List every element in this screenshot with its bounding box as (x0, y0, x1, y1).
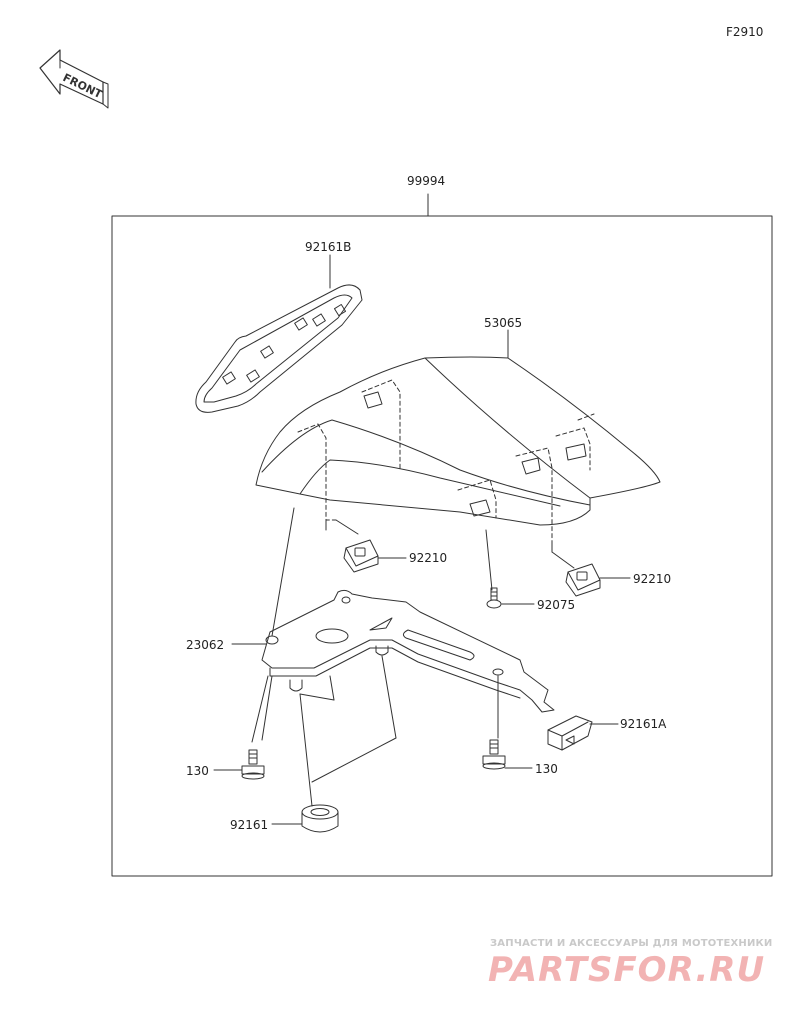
nut-left-part-number[interactable]: 92210 (409, 551, 448, 565)
kit-part-number[interactable]: 99994 (407, 174, 446, 188)
watermark-brand: PARTSFOR.RU (488, 950, 766, 990)
front-arrow-icon: FRONT (39, 49, 109, 109)
nut-left-part (343, 539, 379, 573)
spacer-part-number[interactable]: 92161 (230, 818, 269, 832)
kit-frame (111, 215, 773, 877)
pad-part (547, 715, 593, 751)
bolt-left-part (241, 749, 265, 780)
diagram-code: F2910 (726, 25, 764, 39)
spacer-part (301, 804, 339, 833)
pad-part-number[interactable]: 92161A (620, 717, 667, 731)
bolt-right-part-number[interactable]: 130 (535, 762, 558, 776)
screw-part-number[interactable]: 92075 (537, 598, 576, 612)
top-cover-part (195, 284, 363, 413)
top-cover-part-number[interactable]: 92161B (305, 240, 352, 254)
nut-right-part (565, 563, 601, 597)
seat-cover-part (255, 356, 661, 543)
screw-part (486, 587, 502, 609)
bracket-part-number[interactable]: 23062 (186, 638, 225, 652)
nut-right-part-number[interactable]: 92210 (633, 572, 672, 586)
seat-cover-part-number[interactable]: 53065 (484, 316, 523, 330)
watermark-tagline: ЗАПЧАСТИ И АКСЕССУАРЫ ДЛЯ МОТОТЕХНИКИ (490, 938, 773, 949)
bolt-right-part (482, 739, 506, 770)
bolt-left-part-number[interactable]: 130 (186, 764, 209, 778)
bracket-part (261, 589, 555, 713)
